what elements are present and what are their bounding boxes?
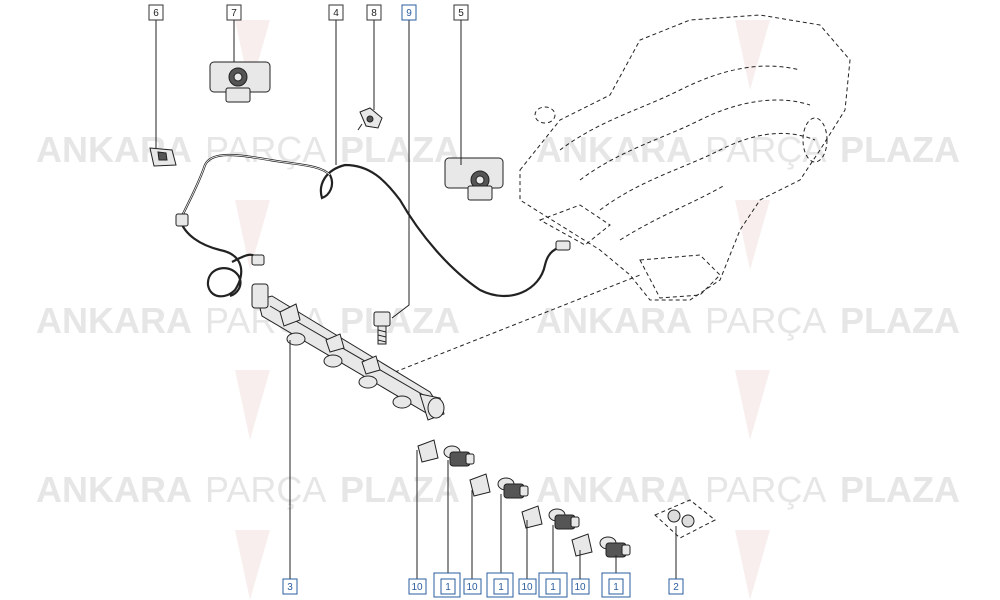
watermark-ankara: ANKARA xyxy=(36,469,192,510)
callout-1-b[interactable]: 1 xyxy=(486,572,514,598)
watermark-parca: PARÇA xyxy=(705,469,826,510)
callout-10-a[interactable]: 10 xyxy=(408,578,427,595)
watermark-plaza: PLAZA xyxy=(840,469,960,510)
clip-10[interactable] xyxy=(417,439,593,557)
fuel-line[interactable] xyxy=(175,153,571,298)
callout-5-label: 5 xyxy=(458,8,464,19)
callout-7[interactable]: 7 xyxy=(226,4,242,21)
callout-10-c[interactable]: 10 xyxy=(518,578,537,595)
seal-kit-2[interactable] xyxy=(654,499,716,539)
callout-10-b-label: 10 xyxy=(466,582,478,593)
callout-8[interactable]: 8 xyxy=(366,4,382,21)
callout-1-a-label: 1 xyxy=(445,582,451,593)
callout-4-label: 4 xyxy=(333,8,339,19)
watermark-plaza: PLAZA xyxy=(340,469,460,510)
clip-6[interactable] xyxy=(149,147,177,167)
watermark-ankara: ANKARA xyxy=(536,469,692,510)
sensor-5[interactable] xyxy=(444,157,504,201)
watermark-row-2: ANKARA PARÇA PLAZA ANKARA PARÇA PLAZA xyxy=(36,300,960,341)
callout-6[interactable]: 6 xyxy=(148,4,164,21)
callout-10-b[interactable]: 10 xyxy=(463,578,482,595)
callout-10-d[interactable]: 10 xyxy=(571,578,590,595)
callout-7-label: 7 xyxy=(231,8,237,19)
callout-1-b-label: 1 xyxy=(498,582,504,593)
watermark-plaza: PLAZA xyxy=(340,129,460,170)
watermark: ANKARA PARÇA PLAZA ANKARA PARÇA PLAZA AN… xyxy=(36,20,960,600)
watermark-plaza: PLAZA xyxy=(840,129,960,170)
watermark-parca: PARÇA xyxy=(705,300,826,341)
callout-1-a[interactable]: 1 xyxy=(433,572,461,598)
callout-9[interactable]: 9 xyxy=(401,4,417,21)
watermark-parca: PARÇA xyxy=(205,469,326,510)
leader-lines xyxy=(155,20,677,580)
injector-1[interactable] xyxy=(443,445,631,558)
callout-1-d[interactable]: 1 xyxy=(601,572,631,598)
callout-2[interactable]: 2 xyxy=(668,578,684,595)
bracket-8[interactable] xyxy=(357,107,383,131)
callout-10-c-label: 10 xyxy=(521,582,533,593)
intake-manifold xyxy=(519,14,851,301)
sensor-7[interactable] xyxy=(209,61,271,103)
watermark-logo xyxy=(235,20,770,600)
callout-3[interactable]: 3 xyxy=(282,578,298,595)
watermark-ankara: ANKARA xyxy=(36,300,192,341)
watermark-row-3: ANKARA PARÇA PLAZA ANKARA PARÇA PLAZA xyxy=(36,469,960,510)
callout-5[interactable]: 5 xyxy=(453,4,469,21)
watermark-ankara: ANKARA xyxy=(536,129,692,170)
callout-1-d-label: 1 xyxy=(613,582,619,593)
bolt-9[interactable] xyxy=(373,311,391,345)
callout-1-c-label: 1 xyxy=(550,582,556,593)
callout-6-label: 6 xyxy=(153,8,159,19)
fuel-rail[interactable] xyxy=(251,283,445,421)
callout-10-a-label: 10 xyxy=(411,582,423,593)
watermark-row-1: ANKARA PARÇA PLAZA ANKARA PARÇA PLAZA xyxy=(36,129,960,170)
callout-10-d-label: 10 xyxy=(574,582,586,593)
callout-4[interactable]: 4 xyxy=(328,4,344,21)
watermark-plaza: PLAZA xyxy=(340,300,460,341)
fitting-guide-line xyxy=(394,274,641,373)
callout-8-label: 8 xyxy=(371,8,377,19)
callout-9-label: 9 xyxy=(406,8,412,19)
watermark-parca: PARÇA xyxy=(705,129,826,170)
callout-3-label: 3 xyxy=(287,582,293,593)
watermark-parca: PARÇA xyxy=(205,129,326,170)
watermark-plaza: PLAZA xyxy=(840,300,960,341)
watermark-ankara: ANKARA xyxy=(536,300,692,341)
callout-1-c[interactable]: 1 xyxy=(538,572,568,598)
callout-2-label: 2 xyxy=(673,582,679,593)
